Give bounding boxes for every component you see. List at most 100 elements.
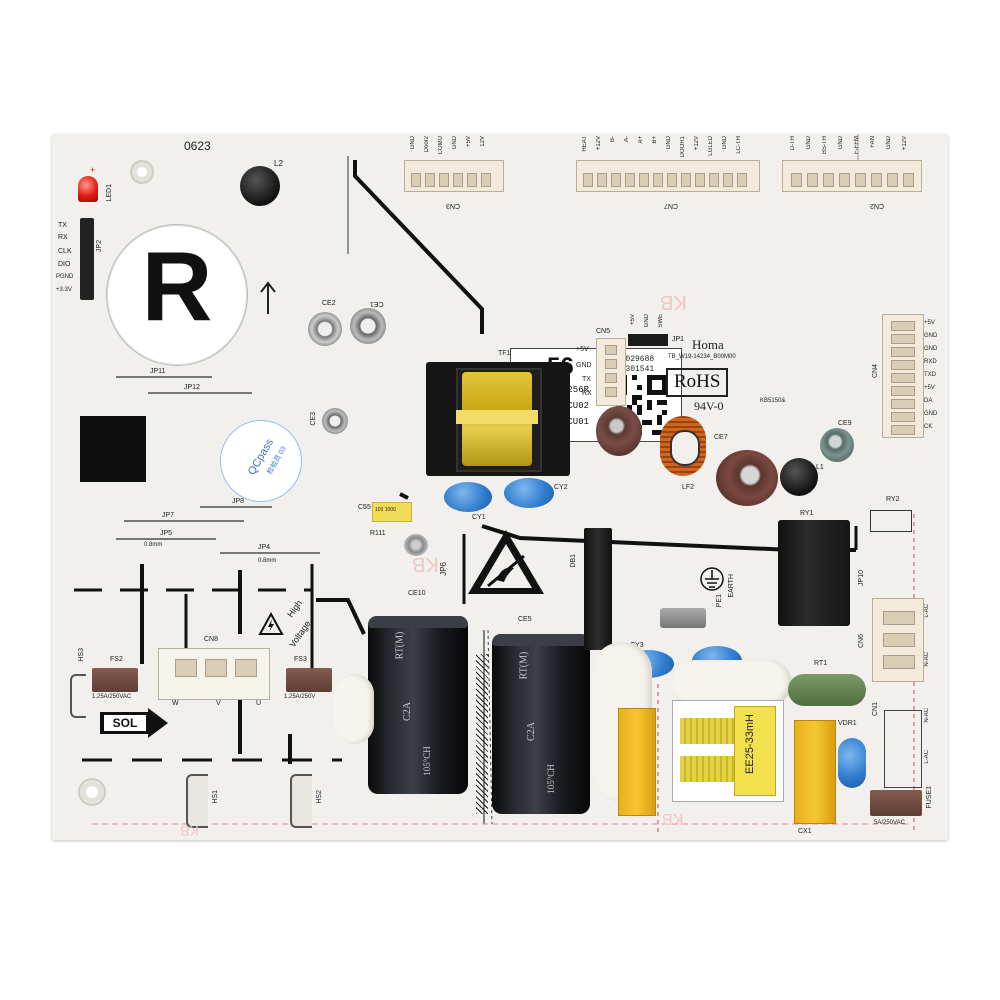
thermistor-rt1 (788, 674, 866, 706)
earth-label: EARTH (728, 574, 735, 598)
date-code: 0623 (184, 139, 211, 153)
hs3-designator: HS3 (78, 648, 85, 662)
cn7-pin-label: LGLED (708, 136, 714, 156)
kb-code: KB5150& (760, 398, 786, 404)
cn5-pin-label: +5V (576, 346, 589, 353)
y-capacitor-cy2 (504, 478, 554, 508)
cn1-pin-label: L-AC (924, 750, 930, 764)
cn7-pin-label: +12V (694, 136, 700, 151)
qc-sticker: QCpass 检验员 03 (220, 420, 302, 502)
cn5-pin-label: TX (582, 376, 591, 383)
ry2-designator: RY2 (886, 496, 900, 503)
x-capacitor (618, 708, 656, 816)
pcb-part-number: TB_W19-14234_B00M00 (668, 354, 736, 360)
cn7-pin-label: B+ (652, 136, 658, 144)
cn3-pin-label: GND (410, 136, 416, 150)
cn2-designator: CN2 (870, 202, 885, 209)
cn2-pin-label: FAN (870, 136, 876, 148)
jp5-designator: JP5 (160, 530, 173, 537)
inductor-l1 (780, 458, 818, 496)
cy1-designator: CY1 (472, 514, 486, 521)
cn2-pin-label: GND (838, 136, 844, 150)
cn2-pin-label: F-FFM (854, 136, 860, 154)
cn3-pin-label: +5V (466, 136, 472, 147)
esd-warning-icon (468, 530, 544, 594)
l2-designator: L2 (274, 159, 283, 168)
bridge-rectifier-db1 (584, 528, 612, 650)
resistor-r111 (404, 534, 428, 556)
kb-ghost-mark: KB (662, 810, 684, 827)
heatsink-clip-hs2 (290, 774, 312, 828)
cn1-pin-label: N-AC (924, 708, 930, 723)
heatsink-clip-hs1 (186, 774, 208, 828)
black-pad (80, 416, 146, 482)
cn2-pin-label: BS-TH (822, 136, 828, 154)
capacitor-ce7 (716, 450, 778, 506)
cn4-pin-label: GND (924, 411, 938, 417)
cn4-pin-label: CK (924, 424, 933, 430)
cn4-pin-label: +5V (924, 385, 935, 391)
capacitor-ce9 (820, 428, 854, 462)
sol-label: SOL (104, 715, 146, 731)
connector-cn5 (596, 338, 626, 406)
cn8-pin-label: U (256, 700, 262, 707)
l1-designator: L1 (816, 464, 824, 471)
cn7-pin-label: B- (610, 136, 616, 142)
lf2-designator: LF2 (682, 484, 695, 491)
cn4-designator: CN4 (872, 364, 879, 379)
header-pin-label: PGND (56, 274, 74, 280)
jp4-designator: JP4 (258, 544, 271, 551)
cn4-pin-label: DA (924, 398, 933, 404)
common-mode-choke: EE25-33mH (672, 700, 784, 802)
left-header (80, 218, 94, 300)
red-led (78, 176, 98, 202)
r-mark: R (141, 231, 213, 341)
hs2-designator: HS2 (316, 790, 323, 804)
jumper-wire (220, 552, 320, 554)
choke-label: EE25-33mH (743, 714, 756, 774)
fuse1-designator: FUSE1 (926, 786, 933, 809)
c55-designator: C55 (358, 504, 371, 511)
cn7-pin-labels: HEAT +12V B- A- A+ B+ GND DOOR1 +12V LGL… (580, 136, 760, 160)
high-voltage-icon (258, 612, 284, 635)
flammability-rating: 94V-0 (694, 399, 724, 413)
cn8-pin-label: V (216, 700, 221, 707)
capacitor-c55 (372, 502, 412, 522)
heatsink-clip-hs3 (70, 674, 86, 718)
kb-ghost-mark: KB (180, 823, 199, 839)
filter-choke-lf2 (658, 414, 708, 480)
ce7-designator: CE7 (714, 434, 728, 441)
pcb-board: 0623 LED1 + L2 JP2 TX RX CLK DIO PGND +3… (52, 134, 948, 840)
jp1-pin-label: SWE (658, 314, 664, 328)
jumper-wire (200, 506, 272, 508)
cn6-pin-label: N-AC (924, 652, 930, 667)
cn5-pin-label: RX (582, 390, 592, 397)
cy2-designator: CY2 (554, 484, 568, 491)
mounting-hole (130, 160, 154, 184)
jp10-designator: JP10 (858, 570, 865, 586)
ce1-designator: CE1 (370, 300, 384, 307)
cn4-pin-label: RXD (924, 359, 937, 365)
kb-ghost-mark: KB (412, 553, 439, 575)
x-capacitor-cx1 (794, 720, 836, 824)
db1-designator: DB1 (570, 554, 577, 568)
pe1-designator: PE1 (716, 594, 723, 608)
connector-cn2 (782, 160, 922, 192)
cn6-pin-label: L-AC (924, 604, 930, 618)
header-pin-label: RX (58, 234, 68, 241)
cn1-designator: CN1 (872, 702, 879, 717)
tf1-designator: TF1 (498, 350, 511, 357)
header-jp1 (628, 334, 668, 346)
led-plus-mark: + (90, 165, 96, 175)
brand-name: Homa (692, 337, 724, 352)
cap-brand-text: RT(M) (518, 651, 530, 680)
c55-code: 103 1000 (375, 507, 396, 513)
y-capacitor-cy1 (444, 482, 492, 512)
bulk-capacitor-ce10: RT(M) C2A 105°CH (368, 616, 468, 794)
header-pin-label: DIO (58, 261, 71, 268)
jp7-designator: JP7 (162, 512, 175, 519)
cn5-pin-label: GND (576, 362, 592, 369)
cn4-pin-label: GND (924, 346, 938, 352)
jp12-designator: JP12 (184, 384, 200, 391)
connector-cn7 (576, 160, 760, 192)
